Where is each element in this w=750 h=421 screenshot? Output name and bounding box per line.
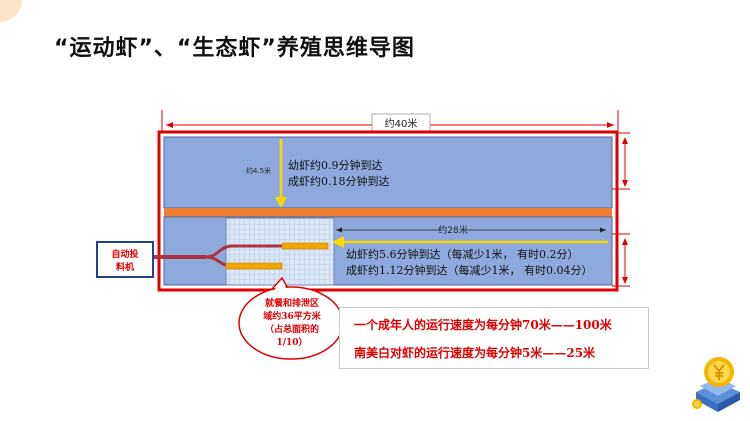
width-dimension-markers (612, 132, 630, 287)
callout-line-2: 域约36平方米 (263, 310, 322, 322)
callout-line-4: 1/10） (276, 337, 307, 348)
pond-outer-frame (157, 130, 619, 292)
speed-info-box: 一个成年人的运行速度为每分钟70米——100米 南美白对虾的运行速度为每分钟5米… (339, 307, 649, 369)
inner-length-label: 约28米 (438, 224, 467, 236)
shrimp-speed-text: 南美白对虾的运行速度为每分钟5米——25米 (354, 346, 596, 360)
feeding-area (225, 217, 335, 286)
total-length-label: 约40米 (385, 117, 418, 130)
page-title: “运动虾”、“生态虾”养殖思维导图 (54, 36, 415, 61)
lower-lane-text-2: 成虾约1.12分钟到达（每减少1米， 有时0.04分） (346, 263, 592, 277)
upper-lane-text-1: 幼虾约0.9分钟到达 (288, 158, 383, 172)
upper-lane-text-2: 成虾约0.18分钟到达 (288, 174, 390, 188)
callout-line-3: （占总面积的 (265, 323, 319, 335)
adult-speed-text: 一个成年人的运行速度为每分钟70米——100米 (354, 318, 612, 332)
total-length-dimension: 约40米 (161, 110, 619, 133)
inner-length-dimension: 约28米 (336, 224, 606, 236)
feeding-pipe (152, 242, 329, 270)
lower-lane-text-1: 幼虾约5.6分钟到达（每减少1米， 有时0.2分） (346, 247, 578, 261)
upper-lane-arrow (275, 139, 287, 208)
lower-lane-arrow (332, 236, 608, 248)
callout-line-1: 就餐和排泄区 (265, 297, 319, 309)
feeder-label-2: 料机 (116, 261, 134, 273)
upper-lane (163, 136, 613, 209)
lane-divider (164, 208, 612, 217)
width-label: 约4.5米 (246, 166, 271, 175)
auto-feeder-box (96, 241, 154, 278)
corner-decoration (0, 0, 22, 22)
coin-stack-icon (692, 357, 740, 412)
feeder-label-1: 自动投 (111, 248, 138, 260)
